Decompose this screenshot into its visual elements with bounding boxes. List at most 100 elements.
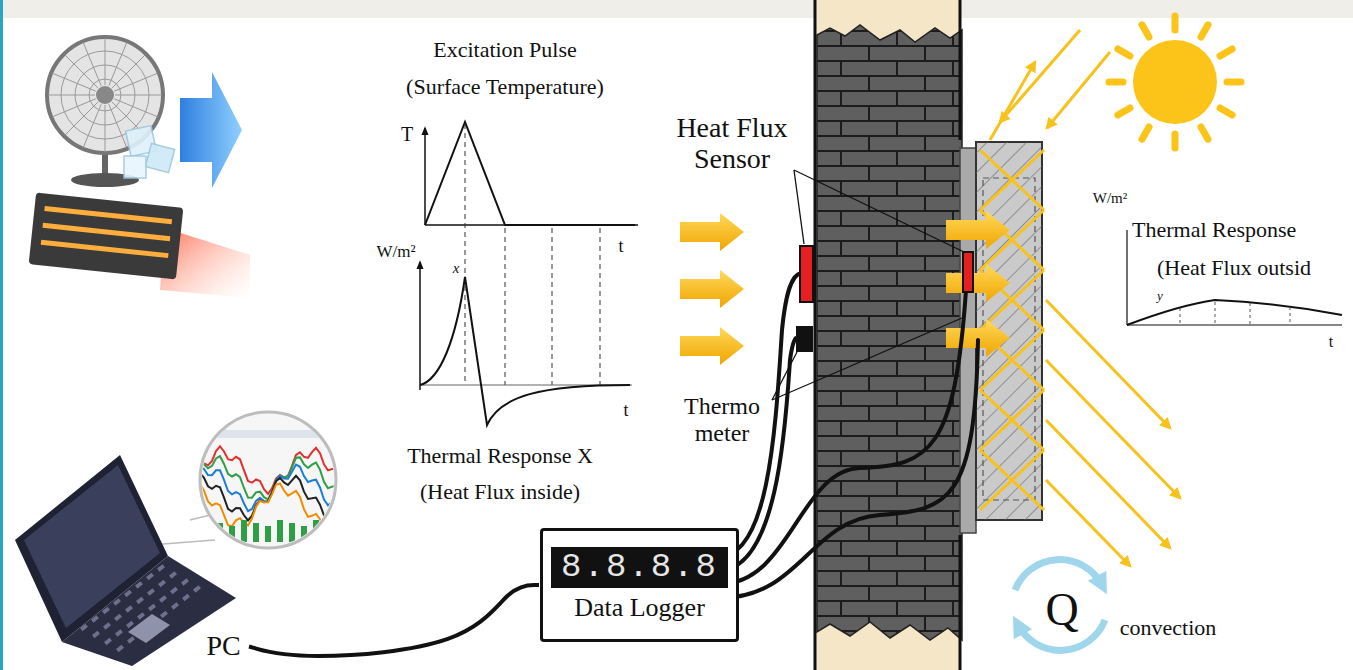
sun <box>1142 127 1149 139</box>
fan-icon <box>48 95 95 96</box>
laptop <box>136 597 144 604</box>
sun <box>1220 108 1232 115</box>
chart-caption: Thermal Response <box>1132 218 1296 243</box>
ice-cubes <box>145 143 174 172</box>
data-logger-box: 8.8.8.8Data Logger <box>540 528 739 642</box>
solar-rays <box>980 390 1044 450</box>
leader-lines <box>772 318 962 400</box>
outside-response-chart <box>1180 302 1290 325</box>
solar-rays <box>980 450 1044 510</box>
radiant-heater <box>29 192 184 279</box>
fan-icon <box>65 102 98 135</box>
sun <box>1220 49 1232 56</box>
radiant-heater <box>41 242 168 255</box>
axis-label: t <box>618 236 623 256</box>
chart-title: Excitation Pulse <box>433 38 577 63</box>
fan-icon <box>105 105 106 152</box>
sun <box>1227 79 1241 86</box>
laptop <box>157 564 165 571</box>
wall-section <box>815 0 1042 670</box>
laptop <box>104 638 112 645</box>
fan-icon <box>114 73 157 91</box>
laptop <box>169 571 177 578</box>
sensor-cables <box>720 340 978 598</box>
screen-magnifier <box>200 456 340 499</box>
laptop <box>124 590 132 597</box>
solar-rays <box>1046 420 1170 548</box>
fan-icon <box>52 99 95 117</box>
solar-rays <box>980 390 1044 450</box>
laptop <box>102 607 110 614</box>
heat-symbol: Q <box>1045 584 1078 636</box>
chart-caption: Thermal Response X <box>407 444 593 469</box>
laptop <box>160 611 168 618</box>
sensor-cables <box>720 290 966 584</box>
heat-flow-arrows <box>946 264 1010 302</box>
heat-flow-arrows <box>946 211 1010 249</box>
laptop <box>128 614 170 643</box>
axis-unit: W/m² <box>1093 190 1128 207</box>
convection-arrows <box>1015 560 1105 651</box>
sun <box>1142 25 1149 37</box>
solar-rays <box>980 150 1044 210</box>
screen-magnifier <box>229 526 235 542</box>
heat-flow-arrows <box>680 213 744 251</box>
screen-magnifier <box>200 483 340 529</box>
excitation-pulse-chart <box>465 124 466 385</box>
screen-magnifier <box>301 526 307 542</box>
cable-connector <box>249 585 539 656</box>
sun <box>1201 127 1208 139</box>
sun <box>1118 108 1130 115</box>
outside-response-chart <box>1127 230 1342 325</box>
wall-section <box>814 0 817 670</box>
excitation-pulse-chart <box>552 228 553 385</box>
screen-magnifier <box>265 526 271 542</box>
laptop <box>115 629 123 636</box>
fan-icon <box>114 99 157 117</box>
screen-magnifier <box>200 412 340 548</box>
sun <box>1201 25 1208 37</box>
inside-response-chart <box>420 262 632 425</box>
laptop <box>116 645 124 652</box>
laptop <box>125 605 133 612</box>
laptop <box>127 636 135 643</box>
chart-subtitle: (Surface Temperature) <box>406 75 604 100</box>
outside-response-chart <box>1215 302 1216 325</box>
wall-section <box>817 25 962 640</box>
cold-air-arrow <box>180 72 242 188</box>
inside-response-chart <box>420 277 630 425</box>
heat-flux-sensor <box>800 246 973 302</box>
laptop <box>146 573 154 580</box>
laptop <box>113 598 121 605</box>
fan-icon <box>52 73 95 91</box>
solar-rays <box>1046 360 1180 498</box>
node-label: Data Logger <box>574 594 705 623</box>
sun <box>1109 16 1241 148</box>
sensor-cables <box>720 273 978 598</box>
excitation-pulse-chart <box>425 122 638 385</box>
chart-caption: (Heat Flux outsid <box>1157 256 1311 281</box>
fan-icon <box>112 55 145 88</box>
solar-rays <box>1046 480 1130 566</box>
solar-rays <box>980 150 1044 210</box>
radiant-heater <box>29 192 250 298</box>
radiant-heater <box>43 225 170 238</box>
screen-magnifier <box>289 523 295 542</box>
inside-response-chart <box>419 262 421 390</box>
excitation-pulse-chart <box>465 124 600 385</box>
radiant-heater <box>41 208 172 255</box>
ice-cubes <box>124 156 146 178</box>
sun <box>1172 16 1179 30</box>
solar-rays <box>990 62 1035 140</box>
fan-icon <box>83 104 101 147</box>
chart-caption: (Heat Flux inside) <box>420 480 580 505</box>
fan-icon <box>109 42 127 85</box>
cold-air-arrow <box>180 72 242 188</box>
sun <box>1109 16 1241 148</box>
outside-response-chart <box>1127 300 1342 325</box>
screen-magnifier <box>200 430 340 542</box>
screen-magnifier <box>217 523 223 542</box>
sensor-callout: Heat Flux Sensor <box>662 112 802 175</box>
screen-magnifier <box>205 520 211 542</box>
